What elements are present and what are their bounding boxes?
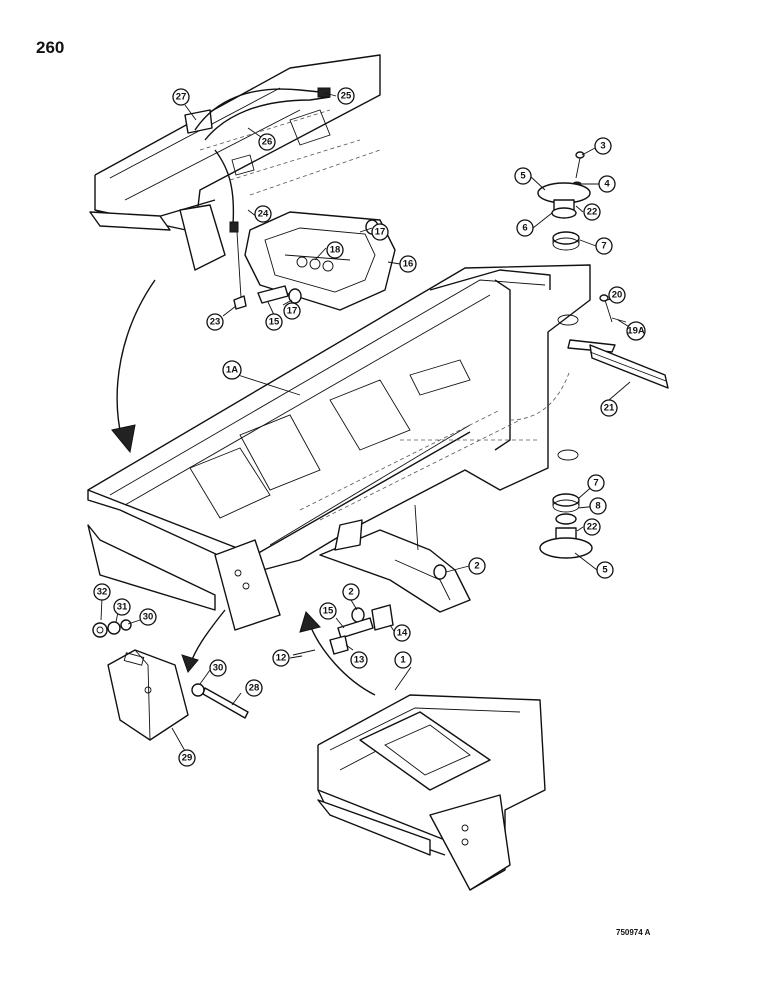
callout-17-left: 17 (283, 302, 301, 320)
svg-text:32: 32 (97, 587, 108, 598)
svg-text:1: 1 (400, 655, 406, 666)
svg-text:12: 12 (276, 653, 287, 664)
callout-14: 14 (393, 624, 411, 642)
callout-25: 25 (337, 87, 355, 105)
svg-text:7: 7 (593, 478, 598, 489)
lower-pivot-stack (539, 493, 593, 559)
svg-text:5: 5 (602, 565, 608, 576)
callout-1: 1 (394, 651, 412, 669)
svg-text:17: 17 (287, 306, 298, 317)
svg-text:16: 16 (403, 259, 414, 270)
svg-text:6: 6 (522, 223, 527, 234)
svg-text:19A: 19A (627, 326, 645, 337)
pivot-casting-16 (244, 211, 396, 311)
svg-text:25: 25 (341, 91, 352, 102)
callout-30-top: 30 (139, 608, 157, 626)
lower-bracket-detail (317, 694, 546, 891)
callout-27: 27 (172, 88, 190, 106)
callout-7-top: 7 (595, 237, 613, 255)
callout-30-right: 30 (209, 659, 227, 677)
svg-text:3: 3 (600, 141, 605, 152)
svg-text:2: 2 (348, 587, 353, 598)
svg-text:7: 7 (601, 241, 606, 252)
svg-text:24: 24 (258, 209, 269, 220)
callout-13: 13 (350, 651, 368, 669)
callout-leaders (100, 92, 632, 752)
svg-text:13: 13 (354, 655, 365, 666)
upper-bracket-detail (89, 54, 381, 271)
svg-text:20: 20 (612, 290, 623, 301)
page-number: 260 (36, 38, 65, 57)
callout-6: 6 (516, 219, 534, 237)
svg-text:2: 2 (474, 561, 479, 572)
svg-text:21: 21 (604, 403, 615, 414)
svg-text:28: 28 (249, 683, 260, 694)
guard-29 (92, 619, 249, 741)
svg-text:14: 14 (397, 628, 408, 639)
callout-3: 3 (594, 137, 612, 155)
callout-2-a: 2 (468, 557, 486, 575)
svg-text:15: 15 (323, 606, 334, 617)
svg-text:22: 22 (587, 522, 598, 533)
callout-7-bottom: 7 (587, 474, 605, 492)
callout-32: 32 (93, 583, 111, 601)
main-frame-1a (87, 264, 616, 631)
callout-22-top: 22 (583, 203, 601, 221)
callout-17-right: 17 (371, 223, 389, 241)
svg-text:22: 22 (587, 207, 598, 218)
callout-15-top: 15 (265, 313, 283, 331)
callout-12: 12 (272, 649, 290, 667)
svg-text:8: 8 (595, 501, 600, 512)
callout-28: 28 (245, 679, 263, 697)
callout-19a: 19A (626, 321, 646, 341)
link-21 (589, 294, 669, 389)
svg-text:29: 29 (182, 753, 193, 764)
svg-text:15: 15 (269, 317, 280, 328)
svg-text:1A: 1A (226, 365, 238, 376)
callout-15-bottom: 15 (319, 602, 337, 620)
svg-text:5: 5 (520, 171, 526, 182)
callout-22-bottom: 22 (583, 518, 601, 536)
upper-pivot-stack (537, 151, 591, 251)
svg-text:31: 31 (117, 602, 128, 613)
callout-26: 26 (258, 133, 276, 151)
assembly-arrows (111, 279, 376, 696)
callout-23: 23 (206, 313, 224, 331)
callout-5-top: 5 (514, 167, 532, 185)
lower-center-bracket (292, 504, 471, 656)
callout-24: 24 (254, 205, 272, 223)
svg-text:4: 4 (604, 179, 610, 190)
callout-8: 8 (589, 497, 607, 515)
callout-20: 20 (608, 286, 626, 304)
callout-21: 21 (600, 399, 618, 417)
svg-text:17: 17 (375, 227, 386, 238)
svg-text:26: 26 (262, 137, 273, 148)
callout-29: 29 (178, 749, 196, 767)
callout-31: 31 (113, 598, 131, 616)
svg-text:30: 30 (143, 612, 154, 623)
callout-2-b: 2 (342, 583, 360, 601)
svg-text:30: 30 (213, 663, 224, 674)
drawing-reference-number: 750974 A (616, 928, 651, 937)
callout-16: 16 (399, 255, 417, 273)
callout-18: 18 (326, 241, 344, 259)
svg-text:23: 23 (210, 317, 221, 328)
svg-text:27: 27 (176, 92, 187, 103)
callout-4: 4 (598, 175, 616, 193)
callout-5-bottom: 5 (596, 561, 614, 579)
svg-text:18: 18 (330, 245, 341, 256)
callout-1a: 1A (222, 360, 242, 380)
